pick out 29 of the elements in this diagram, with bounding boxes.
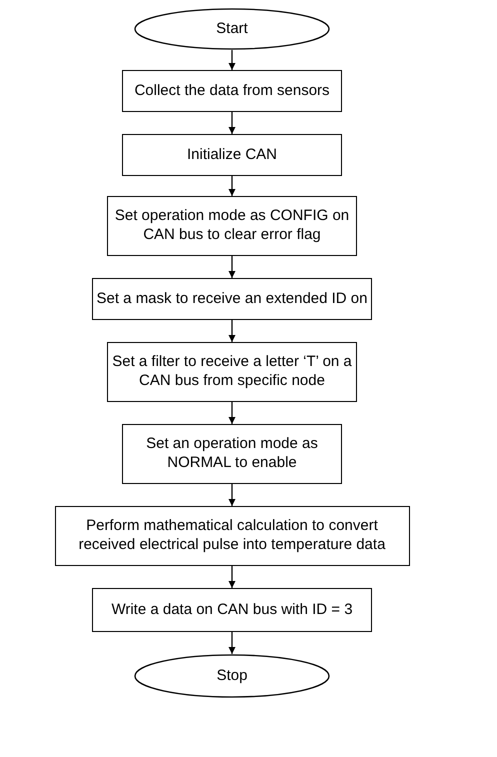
node-text: Start [216, 20, 248, 38]
arrow [228, 50, 236, 70]
node-text: Initialize CAN [186, 146, 278, 164]
node-text: Write a data on CAN bus with ID = 3 [111, 600, 353, 620]
terminal-oval [134, 654, 330, 698]
arrow [228, 566, 236, 588]
process-box [107, 342, 357, 402]
arrow [228, 320, 236, 342]
arrow [228, 632, 236, 654]
process-box [122, 70, 342, 112]
node-text: Set an operation mode as NORMAL to enable [145, 435, 319, 473]
arrow [228, 484, 236, 506]
arrow [228, 176, 236, 196]
process-box [54, 506, 410, 566]
process-box [122, 424, 342, 484]
process-box [92, 278, 372, 320]
process-box [107, 196, 357, 256]
arrow [228, 112, 236, 134]
node-text: Set operation mode as CONFIG on CAN bus to clear error flag [114, 207, 350, 245]
process-box [92, 588, 372, 632]
node-text: Perform mathematical calculation to convert received electrical pulse into temperature data [78, 517, 386, 555]
node-text: Stop [216, 666, 248, 686]
node-text: Collect the data from sensors [134, 82, 330, 100]
arrow [228, 256, 236, 278]
process-box [122, 134, 342, 176]
node-text: Set a mask to receive an extended ID on [96, 290, 368, 308]
arrow [228, 402, 236, 424]
terminal-oval [134, 8, 330, 50]
node-text: Set a filter to receive a letter ‘T’ on a CAN bus from specific node [111, 353, 353, 391]
